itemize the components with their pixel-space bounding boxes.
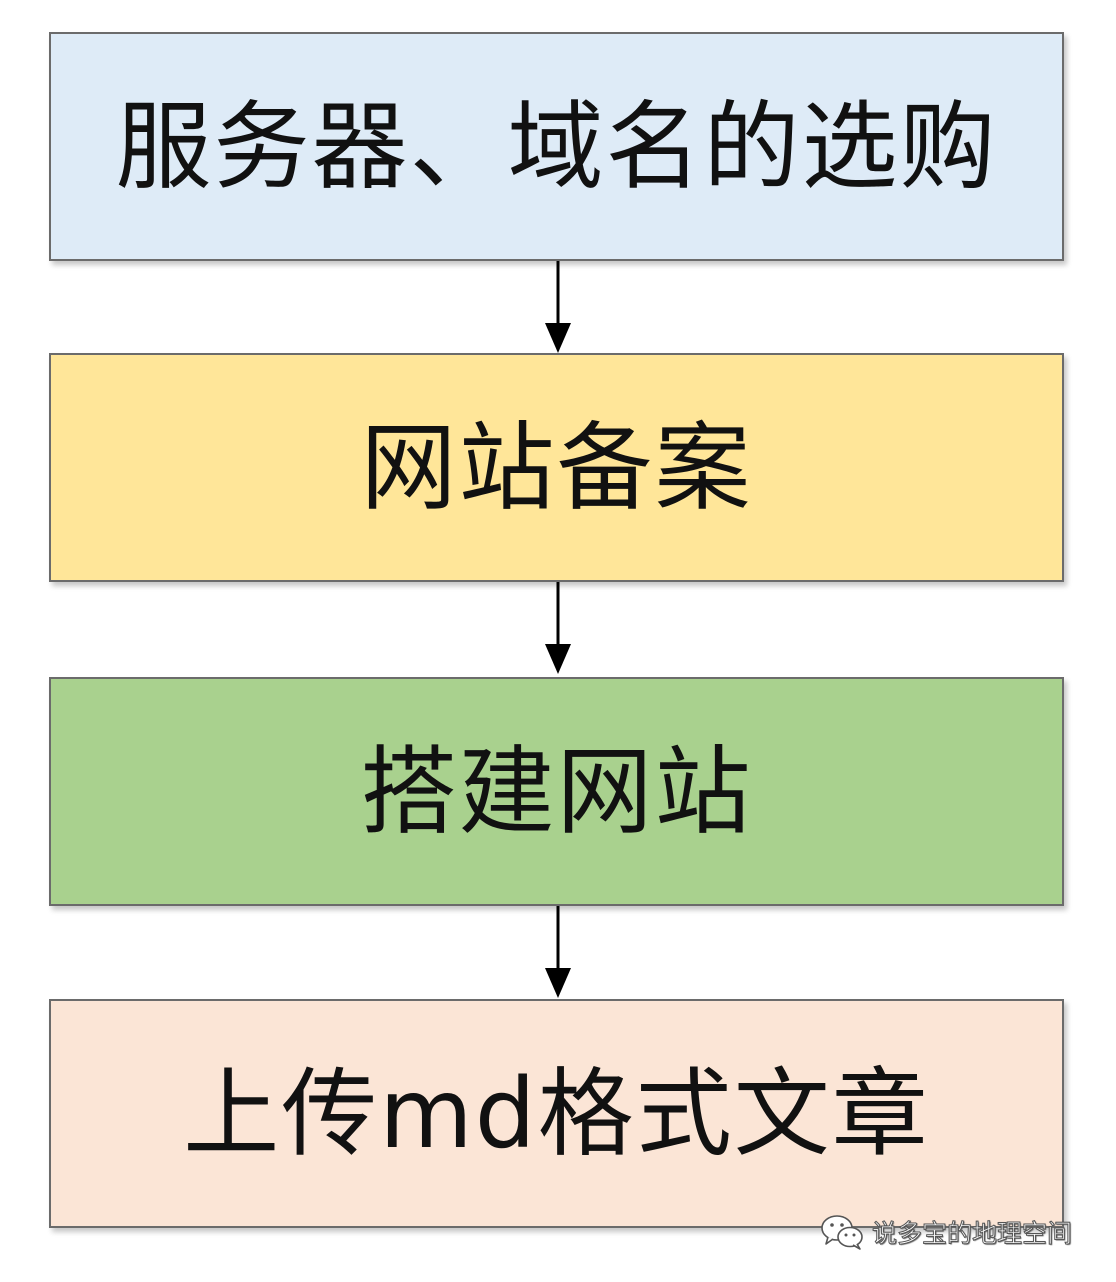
- step-label: 网站备案: [360, 411, 753, 524]
- watermark: 说多宝的地理空间: [820, 1212, 1073, 1252]
- step-label: 上传md格式文章: [183, 1057, 930, 1170]
- flow-arrow: [545, 582, 571, 674]
- step-box-server-domain-purchase: 服务器、域名的选购: [49, 32, 1064, 261]
- step-box-website-filing: 网站备案: [49, 353, 1064, 582]
- step-label: 搭建网站: [360, 735, 753, 848]
- flow-arrow: [545, 906, 571, 998]
- step-box-build-website: 搭建网站: [49, 677, 1064, 906]
- flow-arrow: [545, 261, 571, 353]
- watermark-text: 说多宝的地理空间: [871, 1219, 1073, 1249]
- wechat-icon: [821, 1215, 863, 1250]
- step-label: 服务器、域名的选购: [115, 90, 998, 203]
- step-box-upload-md-articles: 上传md格式文章: [49, 999, 1064, 1228]
